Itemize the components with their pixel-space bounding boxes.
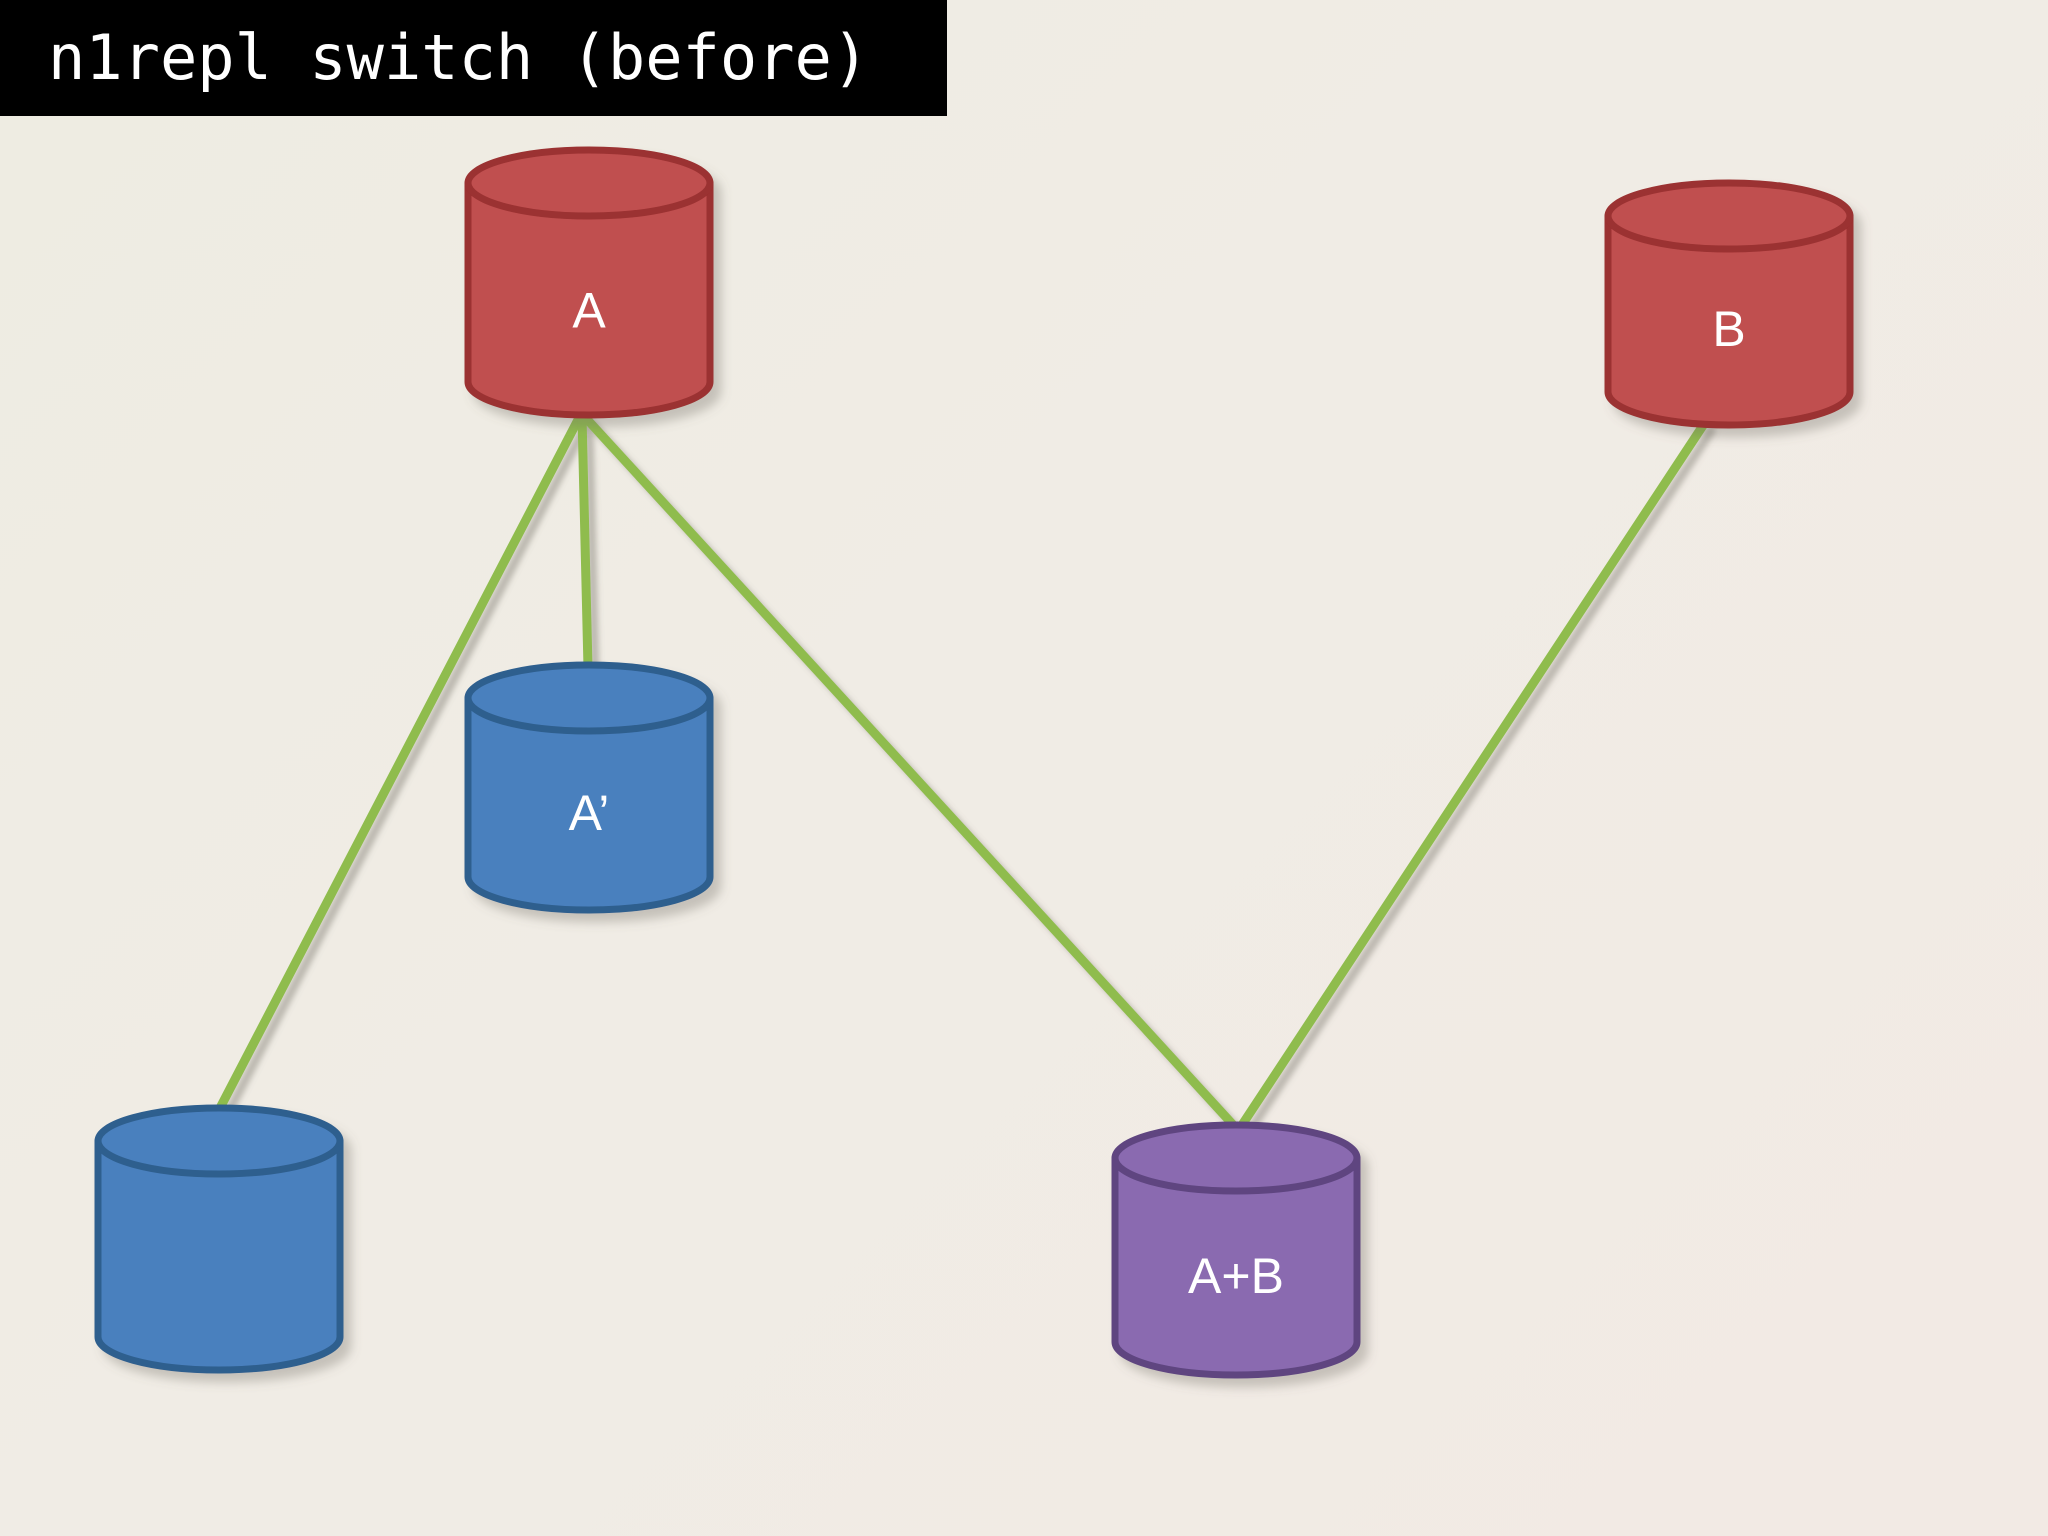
page-title: n1repl switch (before) <box>48 21 870 94</box>
node-a-prime[interactable]: A’ <box>464 661 714 914</box>
cylinder-body <box>94 1137 344 1374</box>
cylinder-body <box>1604 212 1854 429</box>
cylinder-top-ellipse <box>464 661 714 735</box>
cylinder-top-ellipse <box>464 146 714 220</box>
node-blue-unlabeled[interactable] <box>94 1104 344 1374</box>
node-label-a-plus-b: A+B <box>1188 1248 1284 1304</box>
cylinder-body <box>1111 1154 1361 1379</box>
node-label-b: B <box>1712 301 1745 357</box>
node-a[interactable]: A <box>464 146 714 419</box>
cylinder-top-ellipse <box>1604 179 1854 253</box>
cylinder-top-ellipse <box>94 1104 344 1178</box>
edge-a-to-blue-unlabeled <box>215 411 585 1113</box>
cylinder-top-ellipse <box>1111 1121 1361 1195</box>
title-banner: n1repl switch (before) <box>0 0 947 116</box>
cylinder-body <box>464 179 714 419</box>
edge-a-to-a-plus-b <box>579 411 1241 1133</box>
edge-b-to-a-plus-b <box>1235 419 1709 1133</box>
node-a-plus-b[interactable]: A+B <box>1111 1121 1361 1379</box>
node-label-a-prime: A’ <box>569 785 610 841</box>
cylinder-body <box>464 694 714 914</box>
edge-a-to-a-prime <box>577 411 593 673</box>
node-b[interactable]: B <box>1604 179 1854 429</box>
node-label-a: A <box>572 283 606 339</box>
